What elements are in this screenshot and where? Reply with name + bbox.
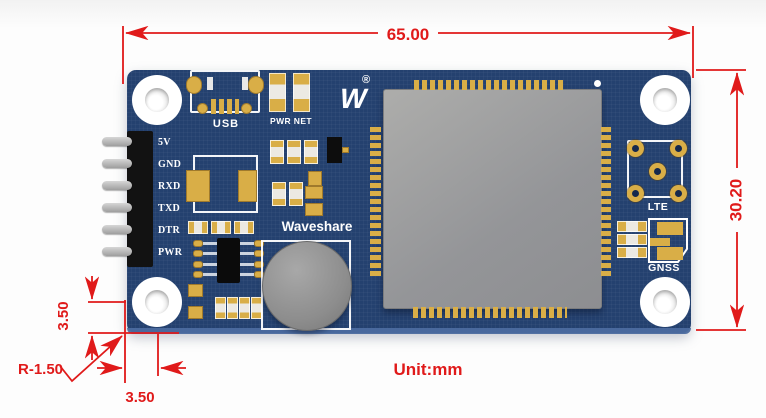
vertical-offset-label: 3.50 [55, 301, 72, 330]
lte-antenna-outline [627, 140, 683, 198]
ic-pad [193, 250, 203, 257]
lte-label: LTE [647, 201, 669, 213]
ic-chip [217, 238, 240, 283]
dim-label-bg [728, 170, 746, 230]
header-pin [102, 159, 132, 168]
module-pads-right [601, 127, 611, 276]
smd-pad [188, 306, 203, 319]
pin-label-txd: TXD [158, 203, 181, 214]
mounting-hole-top-right [640, 75, 690, 125]
usb-shell-pad [241, 103, 252, 114]
capacitor [270, 140, 284, 164]
header-pin [102, 203, 132, 212]
rf-module-shield [383, 89, 602, 309]
ic-pad [254, 240, 264, 247]
ic-trace [203, 252, 219, 255]
header-pin [102, 137, 132, 146]
ic-trace [238, 242, 254, 245]
smd-pad [308, 171, 322, 186]
capacitor [272, 182, 286, 206]
footprint-pad [238, 170, 257, 202]
ic-trace [203, 242, 219, 245]
horizontal-offset-label: 3.50 [125, 389, 154, 406]
resistor [617, 221, 647, 232]
pin-label-gnd: GND [158, 159, 182, 170]
gnss-label: GNSS [648, 262, 680, 274]
registered-mark: ® [362, 74, 371, 86]
smd-pad [305, 203, 323, 216]
lte-hole [670, 185, 687, 202]
capacitor [289, 182, 303, 206]
ic-pad [193, 271, 203, 278]
header-pin [102, 181, 132, 190]
lte-hole [627, 140, 644, 157]
usb-shell-pad [197, 103, 208, 114]
radius-leader [59, 335, 123, 383]
resistor [617, 234, 647, 245]
module-pin1-dot [594, 80, 601, 87]
lte-hole-center [649, 163, 666, 180]
usb-keepout [242, 77, 248, 90]
width-dim-label: 65.00 [387, 25, 430, 44]
ic-trace [238, 263, 254, 266]
module-pads-bottom [413, 307, 567, 318]
usb-mount-pad [186, 76, 202, 94]
mounting-hole-bottom-left [132, 277, 182, 327]
footprint-pad [186, 170, 210, 202]
pcb-bottom-edge [127, 328, 691, 334]
ic-trace [238, 252, 254, 255]
smd-pad [305, 186, 323, 199]
brand-label: Waveshare [281, 219, 353, 234]
smd-pad [188, 284, 203, 297]
resistor [188, 221, 208, 234]
capacitor [239, 297, 250, 319]
resistor [211, 221, 231, 234]
ic-trace [238, 273, 254, 276]
capacitor [215, 297, 226, 319]
usb-keepout [207, 77, 213, 90]
usb-mount-pad [248, 76, 264, 94]
ic-trace [203, 263, 219, 266]
module-pads-left [370, 127, 381, 276]
lte-hole [627, 185, 644, 202]
mounting-hole-bottom-right [640, 277, 690, 327]
pwr-net-label: PWR NET [270, 116, 312, 126]
module-pads-top [414, 80, 566, 90]
hole-bore [653, 290, 677, 314]
pin-label-5v: 5V [158, 137, 171, 148]
usb-label: USB [212, 118, 240, 130]
uart-header-body [127, 131, 153, 267]
capacitor [304, 140, 318, 164]
gnss-antenna-footprint [648, 218, 688, 263]
ic-pad [193, 261, 203, 268]
header-pin [102, 247, 132, 256]
hole-bore [145, 290, 169, 314]
pin-label-pwr: PWR [158, 247, 183, 258]
sot23-pad [342, 147, 349, 153]
unit-label: Unit:mm [394, 360, 463, 379]
mounting-hole-top-left [132, 75, 182, 125]
usb-signal-pads [211, 99, 239, 114]
hole-bore [145, 88, 169, 112]
capacitor [227, 297, 238, 319]
header-pin [102, 225, 132, 234]
buzzer [262, 241, 352, 331]
height-dim-label: 30.20 [726, 179, 745, 222]
ic-pad [254, 261, 264, 268]
pin-label-dtr: DTR [158, 225, 181, 236]
corner-radius-label: R-1.50 [18, 361, 63, 378]
sot23-transistor [327, 137, 342, 163]
ic-pad [193, 240, 203, 247]
net-led [293, 73, 310, 112]
lte-hole [670, 140, 687, 157]
pin-label-rxd: RXD [158, 181, 181, 192]
ic-pad [254, 250, 264, 257]
resistor [617, 247, 647, 258]
ic-trace [203, 273, 219, 276]
capacitor [287, 140, 301, 164]
hole-bore [653, 88, 677, 112]
resistor [234, 221, 254, 234]
pwr-led [269, 73, 286, 112]
